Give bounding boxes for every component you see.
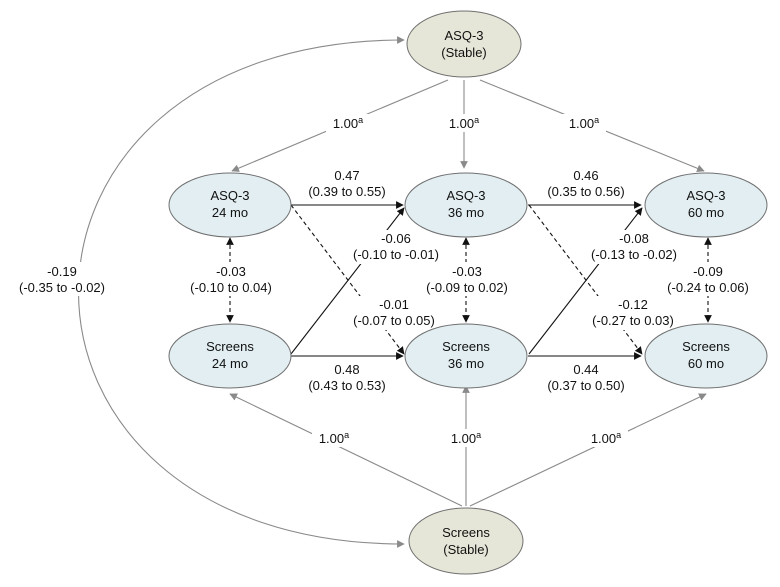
node-screens-36-line2: 36 mo — [448, 356, 484, 371]
node-asq-stable-line1: ASQ-3 — [444, 28, 483, 43]
coef-screens-36-60: 0.44 — [573, 362, 598, 377]
coef-screens-24-36: 0.48 — [334, 362, 359, 377]
loading-label-asq-60: 1.00a — [569, 115, 599, 131]
ci-asq-24-36: (0.39 to 0.55) — [308, 184, 385, 199]
ci-screens-36-60: (0.37 to 0.50) — [547, 378, 624, 393]
ci-screens24-asq36: (-0.10 to -0.01) — [353, 247, 439, 262]
loading-label-screens-36: 1.00a — [451, 430, 481, 446]
coef-cov-24: -0.03 — [216, 264, 246, 279]
node-asq-60-line2: 60 mo — [688, 205, 724, 220]
node-asq-stable-line2: (Stable) — [441, 45, 487, 60]
coef-screens24-asq36: -0.06 — [381, 231, 411, 246]
ci-cov-60: (-0.24 to 0.06) — [667, 280, 749, 295]
loading-label-asq-36: 1.00a — [449, 115, 479, 131]
ci-asq-36-60: (0.35 to 0.56) — [547, 184, 624, 199]
ci-cov-stable: (-0.35 to -0.02) — [19, 280, 105, 295]
ci-cov-24: (-0.10 to 0.04) — [190, 280, 272, 295]
node-screens-24-line1: Screens — [206, 339, 254, 354]
coef-screens36-asq60: -0.08 — [619, 231, 649, 246]
node-asq-24: ASQ-3 24 mo — [168, 172, 292, 238]
node-asq-36: ASQ-3 36 mo — [404, 172, 528, 238]
node-asq-36-line1: ASQ-3 — [446, 188, 485, 203]
node-screens-stable-line2: (Stable) — [443, 542, 489, 557]
node-asq-24-line1: ASQ-3 — [210, 188, 249, 203]
coef-asq-36-60: 0.46 — [573, 168, 598, 183]
node-screens-60: Screens 60 mo — [644, 323, 768, 389]
node-screens-60-line1: Screens — [682, 339, 730, 354]
node-screens-24: Screens 24 mo — [168, 323, 292, 389]
ci-cov-36: (-0.09 to 0.02) — [426, 280, 508, 295]
loading-arrow-screens-24 — [229, 393, 463, 507]
node-screens-36: Screens 36 mo — [404, 323, 528, 389]
ci-asq36-screens60: (-0.27 to 0.03) — [592, 313, 674, 328]
node-screens-stable-line1: Screens — [442, 525, 490, 540]
loading-arrow-screens-60 — [469, 393, 707, 507]
coef-cov-stable: -0.19 — [47, 264, 77, 279]
coef-asq24-screens36: -0.01 — [379, 297, 409, 312]
node-asq-36-line2: 36 mo — [448, 205, 484, 220]
coef-asq-24-36: 0.47 — [334, 168, 359, 183]
ci-screens36-asq60: (-0.13 to -0.02) — [591, 247, 677, 262]
coef-cov-36: -0.03 — [452, 264, 482, 279]
node-screens-24-line2: 24 mo — [212, 356, 248, 371]
node-screens-60-line2: 60 mo — [688, 356, 724, 371]
path-screens36-asq60 — [528, 207, 643, 355]
path-screens24-asq36 — [290, 207, 405, 355]
coef-asq36-screens60: -0.12 — [618, 297, 648, 312]
loading-label-screens-24: 1.00a — [319, 430, 349, 446]
node-asq-24-line2: 24 mo — [212, 205, 248, 220]
node-screens-36-line1: Screens — [442, 339, 490, 354]
node-asq-60: ASQ-3 60 mo — [644, 172, 768, 238]
ci-asq24-screens36: (-0.07 to 0.05) — [353, 313, 435, 328]
node-asq-60-line1: ASQ-3 — [686, 188, 725, 203]
node-asq-stable: ASQ-3 (Stable) — [406, 10, 522, 78]
node-screens-stable: Screens (Stable) — [408, 507, 524, 575]
loading-label-asq-24: 1.00a — [333, 115, 363, 131]
coef-cov-60: -0.09 — [693, 264, 723, 279]
ci-screens-24-36: (0.43 to 0.53) — [308, 378, 385, 393]
loading-label-screens-60: 1.00a — [591, 430, 621, 446]
